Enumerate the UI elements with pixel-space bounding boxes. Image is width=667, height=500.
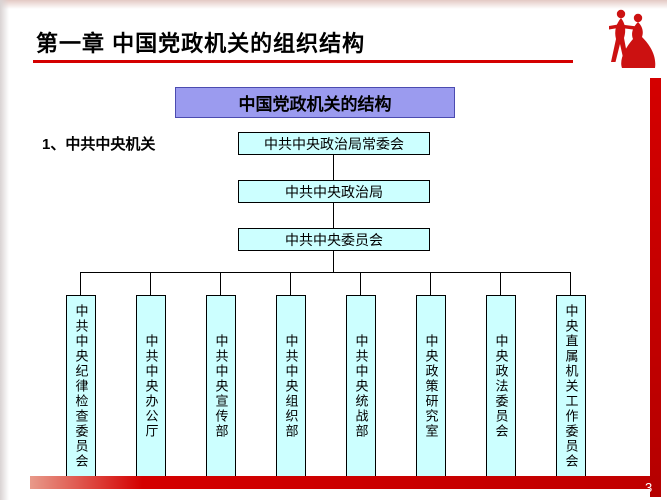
- connector-line: [290, 272, 291, 295]
- connector-line: [80, 272, 81, 295]
- page-title: 第一章 中国党政机关的组织结构: [36, 31, 366, 56]
- section-label: 1、中共中央机关: [42, 136, 156, 153]
- connector-line: [80, 272, 571, 273]
- org-box-child: 中共中央办公厅: [136, 295, 166, 477]
- right-accent-bar: [650, 78, 661, 497]
- org-box-label: 中央政法委员会: [493, 333, 509, 439]
- bottom-accent-bar: [30, 476, 655, 489]
- org-box-child: 中央政法委员会: [486, 295, 516, 477]
- structure-header: 中国党政机关的结构: [175, 87, 455, 118]
- org-box-child: 中共中央组织部: [276, 295, 306, 477]
- org-box-child: 中央直属机关工作委员会: [556, 295, 586, 477]
- connector-line: [430, 272, 431, 295]
- org-box-label: 中共中央办公厅: [143, 333, 159, 439]
- connector-line: [360, 272, 361, 295]
- org-box-child: 中共中央统战部: [346, 295, 376, 477]
- connector-line: [500, 272, 501, 295]
- org-box-label: 中央政策研究室: [423, 333, 439, 439]
- dancing-couple-icon: [597, 6, 659, 72]
- org-box-label: 中共中央统战部: [353, 333, 369, 439]
- top-edge-gradient: [0, 0, 667, 9]
- org-box-central-committee: 中共中央委员会: [238, 228, 430, 251]
- org-box-label: 中共中央宣传部: [213, 333, 229, 439]
- org-box-politburo: 中共中央政治局: [238, 180, 430, 203]
- connector-line: [333, 203, 334, 228]
- connector-line: [333, 251, 334, 272]
- left-edge-gradient: [0, 0, 9, 500]
- page-number: 3: [645, 480, 653, 495]
- connector-line: [150, 272, 151, 295]
- title-underline: [33, 60, 573, 63]
- org-box-label: 中共中央纪律检查委员会: [73, 303, 89, 469]
- org-box-child: 中共中央宣传部: [206, 295, 236, 477]
- org-box-label: 中央直属机关工作委员会: [563, 303, 579, 469]
- connector-line: [333, 155, 334, 180]
- org-box-child: 中央政策研究室: [416, 295, 446, 477]
- org-box-standing-committee: 中共中央政治局常委会: [238, 132, 430, 155]
- org-box-child: 中共中央纪律检查委员会: [66, 295, 96, 477]
- org-box-label: 中共中央组织部: [283, 333, 299, 439]
- connector-line: [570, 272, 571, 295]
- connector-line: [220, 272, 221, 295]
